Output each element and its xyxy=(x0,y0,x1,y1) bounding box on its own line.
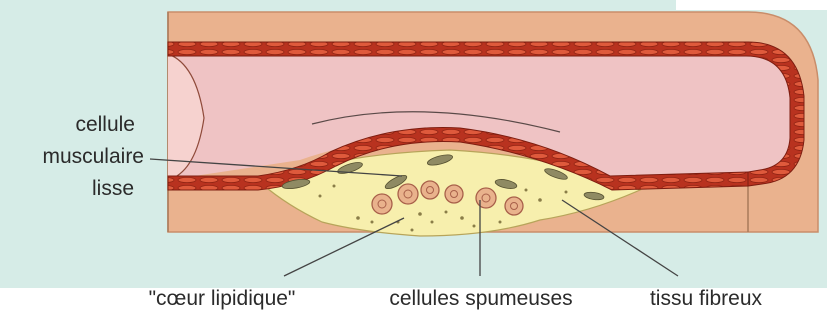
label-smooth-muscle-line3: lisse xyxy=(92,177,134,200)
white-corner xyxy=(676,0,827,10)
label-smooth-muscle-line2: musculaire xyxy=(42,145,144,168)
label-smooth-muscle-line1: cellule xyxy=(75,113,135,136)
label-foam-cells: cellules spumeuses xyxy=(389,287,572,310)
label-lipid-core: "cœur lipidique" xyxy=(149,287,296,310)
label-fibrous-tissue: tissu fibreux xyxy=(650,287,763,310)
